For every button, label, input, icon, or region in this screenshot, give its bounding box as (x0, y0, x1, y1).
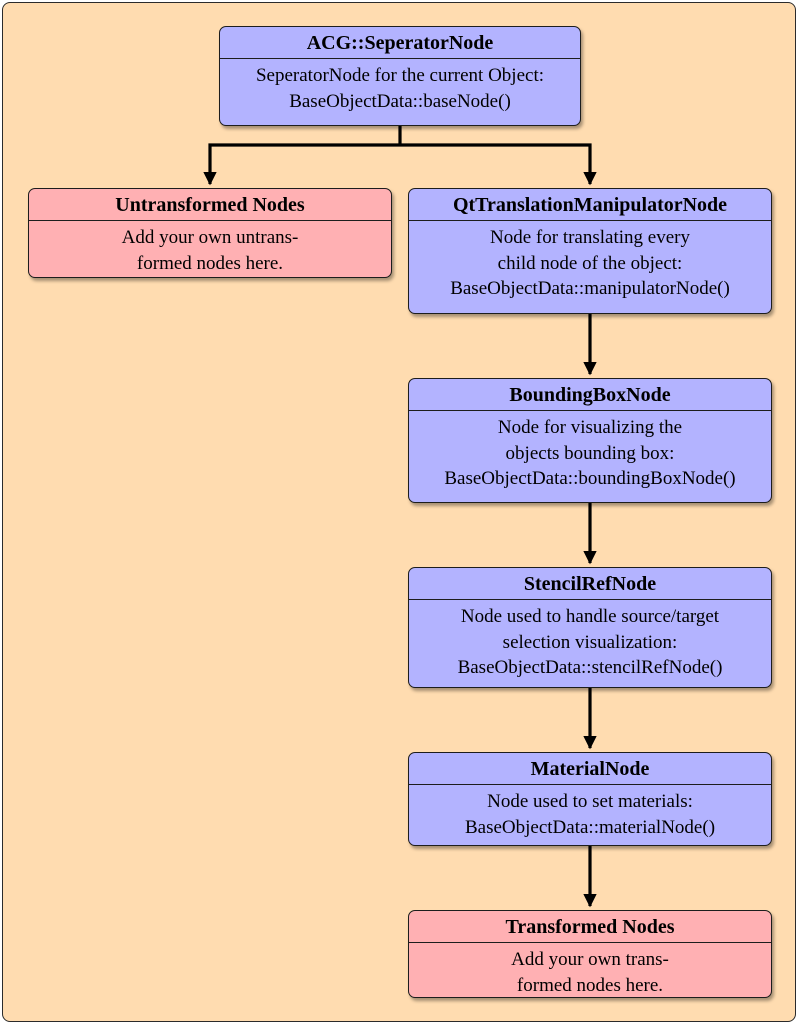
node-seperator: ACG::SeperatorNode SeperatorNode for the… (219, 26, 581, 126)
node-boundingbox-title: BoundingBoxNode (409, 379, 771, 411)
node-material-line: Node used to set materials: (487, 791, 693, 812)
node-translation-line: Node for translating every (490, 227, 690, 248)
node-translation-line: BaseObjectData::manipulatorNode() (450, 278, 730, 299)
node-seperator-body: SeperatorNode for the current Object: Ba… (220, 59, 580, 114)
node-transformed-body: Add your own trans- formed nodes here. (409, 943, 771, 997)
node-translation-manipulator: QtTranslationManipulatorNode Node for tr… (408, 188, 772, 314)
node-transformed-title: Transformed Nodes (409, 911, 771, 943)
node-boundingbox-line: objects bounding box: (505, 442, 675, 464)
node-boundingbox-line: BaseObjectData::boundingBoxNode() (444, 468, 736, 489)
node-untransformed-line: Add your own untrans- (121, 227, 299, 248)
node-untransformed-line: formed nodes here. (136, 252, 284, 274)
node-stencilref-line: selection visualization: (502, 631, 678, 653)
node-boundingbox: BoundingBoxNode Node for visualizing the… (408, 378, 772, 503)
node-untransformed: Untransformed Nodes Add your own untrans… (28, 188, 392, 278)
node-boundingbox-body: Node for visualizing the objects boundin… (409, 411, 771, 492)
node-stencilref-line: Node used to handle source/target (460, 606, 720, 627)
node-untransformed-title: Untransformed Nodes (29, 189, 391, 221)
node-seperator-line: SeperatorNode for the current Object: (255, 65, 545, 86)
node-stencilref-title: StencilRefNode (409, 568, 771, 600)
node-stencilref-body: Node used to handle source/target select… (409, 600, 771, 681)
node-material-body: Node used to set materials: BaseObjectDa… (409, 785, 771, 840)
node-stencilref: StencilRefNode Node used to handle sourc… (408, 567, 772, 688)
node-translation-body: Node for translating every child node of… (409, 221, 771, 302)
node-stencilref-line: BaseObjectData::stencilRefNode() (457, 657, 723, 678)
node-translation-title: QtTranslationManipulatorNode (409, 189, 771, 221)
node-untransformed-body: Add your own untrans- formed nodes here. (29, 221, 391, 276)
node-material-line: BaseObjectData::materialNode() (464, 816, 716, 838)
node-material-title: MaterialNode (409, 753, 771, 785)
node-transformed-line: Add your own trans- (511, 949, 669, 970)
node-transformed: Transformed Nodes Add your own trans- fo… (408, 910, 772, 998)
node-transformed-line: formed nodes here. (516, 974, 664, 996)
node-translation-line: child node of the object: (497, 252, 683, 274)
node-boundingbox-line: Node for visualizing the (497, 417, 683, 438)
node-seperator-title: ACG::SeperatorNode (220, 27, 580, 59)
node-material: MaterialNode Node used to set materials:… (408, 752, 772, 846)
node-seperator-line: BaseObjectData::baseNode() (289, 90, 511, 112)
